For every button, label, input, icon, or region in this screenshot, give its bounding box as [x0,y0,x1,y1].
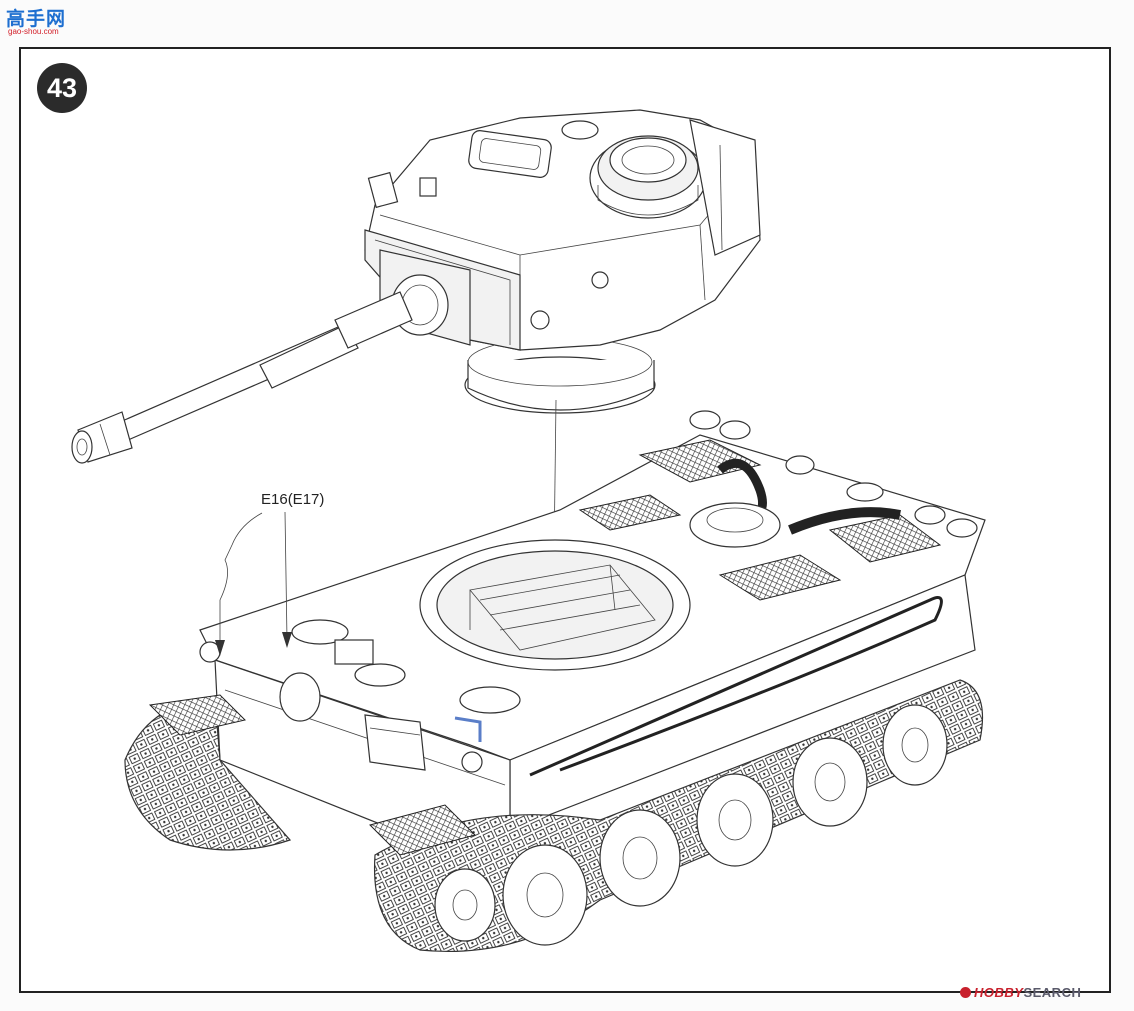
engine-grille-4 [828,514,942,563]
road-wheel [599,809,681,907]
watermark-brand-a: HOBBY [974,985,1024,1000]
hull [199,410,986,861]
commander-cupola [589,135,707,219]
site-logo: 高手网 gao-shou.com [6,4,72,38]
rear-hatches [291,619,521,714]
site-logo-text: 高手网 [6,8,67,30]
muzzle-brake [71,411,133,464]
engine-grille-3 [718,554,842,601]
watermark: HOBBYSEARCH [960,985,1081,1000]
turret-base-ring [464,337,656,414]
site-logo-url: gao-shou.com [8,27,59,36]
mudflap-right [369,804,476,856]
road-wheels [434,704,948,946]
loader-hatch [468,130,552,178]
rear-light-right [461,751,483,773]
pistol-port [530,310,550,330]
highlighted-part [454,716,482,742]
turret-ring-opening [419,539,691,671]
engine-grille-2 [578,494,682,531]
watermark-brand-b: SEARCH [1023,985,1082,1000]
tow-cable [529,596,943,777]
vent-dome [561,120,599,140]
road-wheel [696,773,774,867]
road-wheel [792,737,868,827]
turret-stowage-bin [689,119,761,256]
turret [364,109,761,414]
cooling-hoses [689,458,901,548]
main-gun [71,291,413,464]
exhaust-stacks [689,410,978,538]
idler-wheel [434,868,496,942]
engine-grille-1 [638,439,762,483]
callout-leader [215,511,292,656]
road-wheel [502,844,588,946]
rear-stowage-box [364,714,426,771]
step-number-badge: 43 [37,63,87,113]
air-cleaner [279,672,321,722]
hobby-search-icon [960,987,971,998]
vision-port [591,271,609,289]
part-callout-label: E16(E17) [261,491,325,508]
road-wheel [882,704,948,786]
mudflap-left [148,694,246,736]
